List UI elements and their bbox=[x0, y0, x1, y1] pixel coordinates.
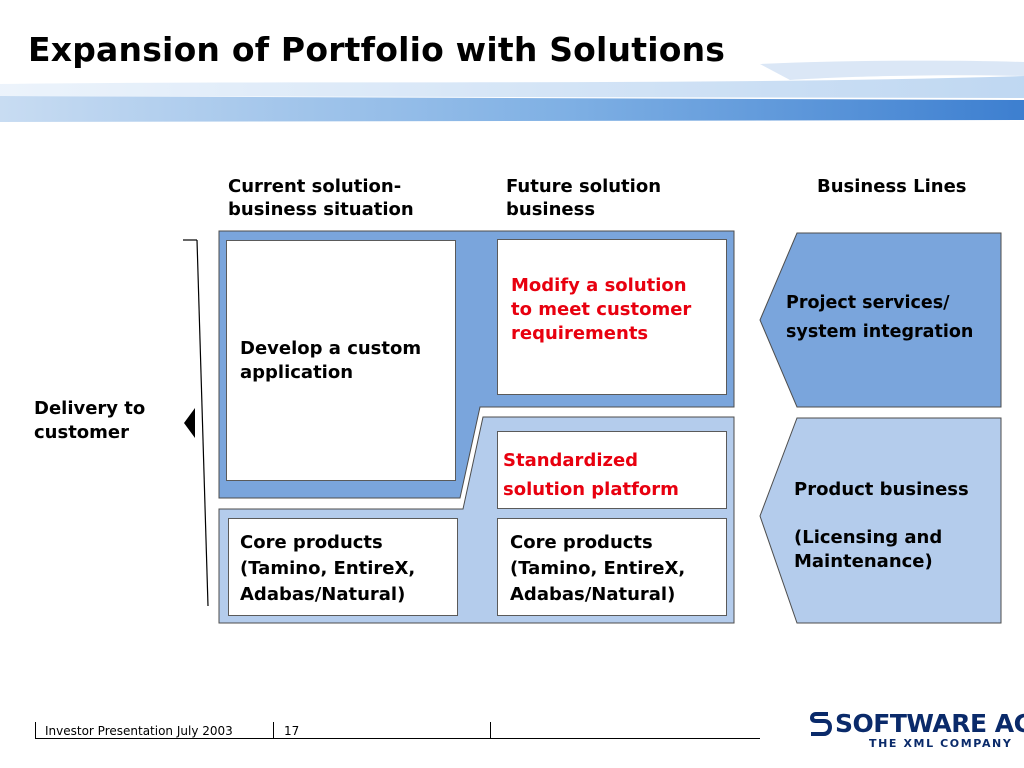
company-logo: SOFTWARE AG THE XML COMPANY bbox=[808, 707, 1024, 751]
page-number: 17 bbox=[284, 724, 300, 738]
custom-application-box: Develop a custom application bbox=[226, 240, 456, 481]
product-business-chevron bbox=[759, 417, 1002, 624]
footer-rule bbox=[35, 738, 760, 739]
modify-solution-box: Modify a solution to meet customer requi… bbox=[497, 239, 727, 395]
footer-divider bbox=[35, 722, 36, 738]
footer-divider bbox=[273, 722, 274, 738]
column-header-future: Future solution business bbox=[506, 176, 662, 220]
delivery-label: Delivery to customer bbox=[34, 398, 146, 443]
solution-platform-box: Standardized solution platform bbox=[497, 431, 727, 509]
product-business-label: Product business (Licensing and Maintena… bbox=[794, 479, 969, 572]
logo-tagline: THE XML COMPANY bbox=[869, 737, 1013, 750]
column-header-business-lines: Business Lines bbox=[817, 176, 967, 197]
footer-divider bbox=[490, 722, 491, 738]
delivery-arrow-icon bbox=[184, 408, 195, 438]
project-services-label: Project services/ system integration bbox=[786, 293, 974, 342]
project-services-chevron bbox=[759, 232, 1002, 408]
core-products-left-box: Core products (Tamino, EntireX, Adabas/N… bbox=[228, 518, 458, 616]
column-header-current: Current solution- business situation bbox=[228, 176, 414, 220]
slide-title: Expansion of Portfolio with Solutions bbox=[28, 30, 726, 69]
header-swoosh bbox=[0, 60, 1024, 122]
core-products-right-box: Core products (Tamino, EntireX, Adabas/N… bbox=[497, 518, 727, 616]
logo-s-icon bbox=[810, 712, 832, 736]
logo-wordmark: SOFTWARE AG bbox=[835, 709, 1024, 738]
footer-presentation-title: Investor Presentation July 2003 bbox=[45, 724, 233, 738]
